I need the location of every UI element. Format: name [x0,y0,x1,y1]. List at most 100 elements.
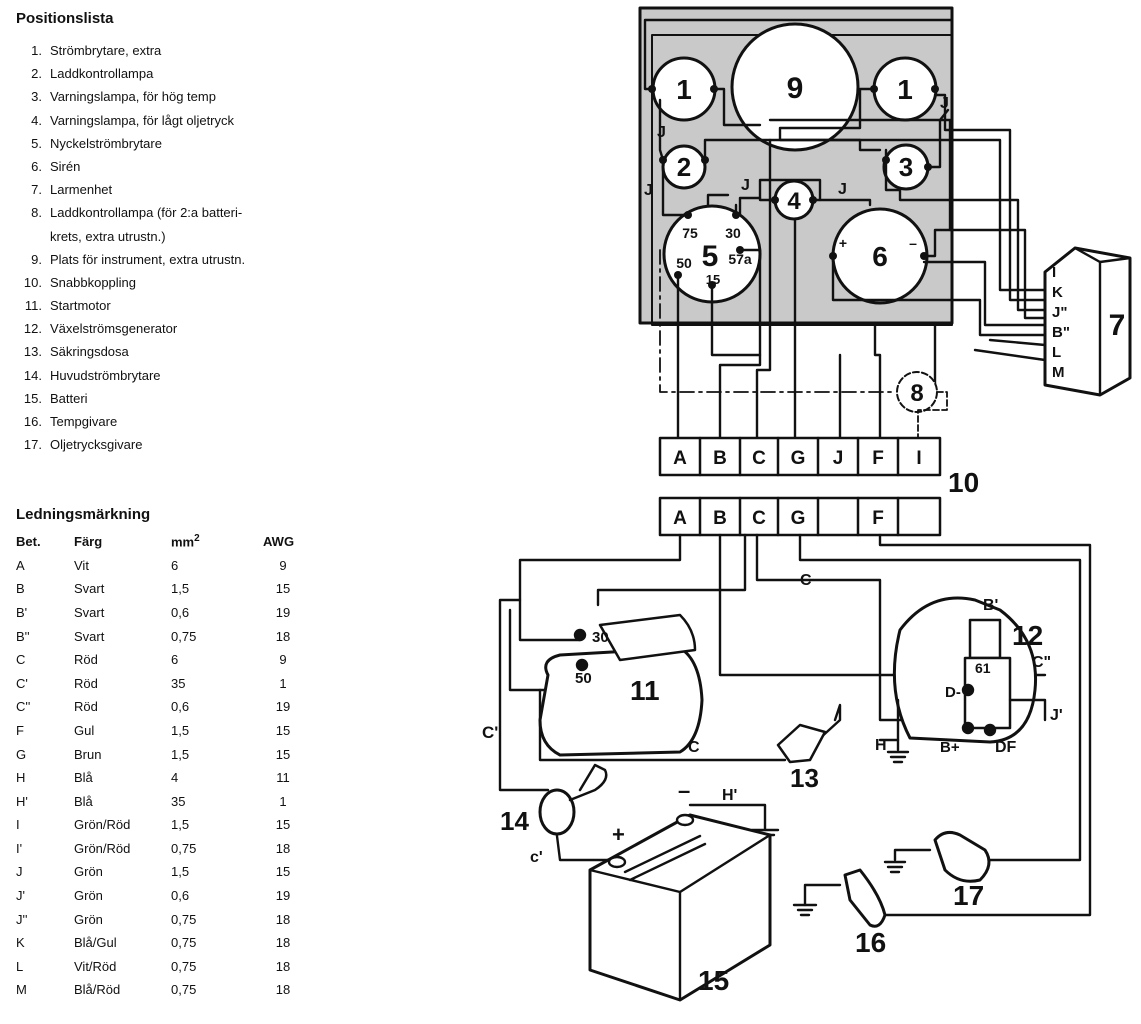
cell-mm: 0,75 [171,628,197,644]
cell-awg: 18 [275,982,291,998]
cell-mm: 1,5 [171,746,190,762]
cell-farg: Vit/Röd [74,958,117,974]
wiring-diagram: 1 9 1 2 3 4 5 6 7 8 10 11 12 13 14 15 16… [482,6,1132,1002]
table-row: B Svart 1,5 15 [16,577,303,601]
cell-farg: Blå/Röd [74,982,121,998]
cell-bet: C' [16,675,28,691]
alarm-terminal: I [1052,264,1056,281]
ground-symbol [886,750,910,764]
cell-awg: 18 [275,911,291,927]
cell-farg: Röd [74,699,98,715]
list-item: 4.Varningslampa, för lågt oljetryck [31,112,235,128]
cell-farg: Svart [74,581,105,597]
cell-bet: M [16,982,27,998]
cell-mm: 0,6 [171,699,190,715]
cell-bet: I' [16,840,23,856]
cell-awg: 11 [276,770,290,786]
list-item: 9.Plats för instrument, extra utrustn. [31,251,246,267]
cell-awg: 15 [275,864,291,880]
cell-mm: 1,5 [171,722,190,738]
alarm-terminal: B" [1052,324,1070,341]
wire-label-j: J [644,182,653,199]
cell-bet: B [16,581,25,597]
cell-bet: J'' [16,911,28,927]
label-n9: 9 [787,72,804,105]
col-awg: AWG [263,533,295,549]
wire-label-j: J [657,124,666,141]
cell-farg: Vit [74,557,89,573]
legend-panel: Positionslista 1.Strömbrytare, extra 2.L… [16,10,346,1002]
cell-bet: F [16,722,24,738]
terminal-15: 15 [706,272,720,287]
alarm-terminal: M [1052,364,1065,381]
lamp-2 [661,144,707,190]
label-n7: 7 [1109,309,1126,342]
wire-label-b-prime: B' [983,597,998,614]
label-n6: 6 [872,241,888,272]
cell-mm: 1,5 [171,581,190,597]
temp-sender-16 [843,868,887,928]
connector-top-pin: G [791,448,806,469]
alarm-terminal: J" [1052,304,1067,321]
wire-label-j-prime: J' [1050,707,1063,724]
terminal-30: 30 [725,225,741,241]
list-item: 12.Växelströmsgenerator [23,321,178,337]
connector-10-bottom [658,496,942,537]
cell-farg: Grön [74,888,103,904]
ground-symbol [792,883,842,917]
connector-bottom-pin: C [752,508,766,529]
connector-top-pin: I [916,448,921,469]
cell-awg: 1 [279,793,287,809]
label-n13: 13 [790,763,819,793]
connector-top-pin: A [673,448,687,469]
cell-mm: 6 [171,652,179,668]
position-list-title: Positionslista [16,10,114,27]
table-header-row: Bet. Färg mm2 AWG [16,529,303,553]
wire-label-j: J [741,177,750,194]
cell-bet: A [16,557,25,573]
gen-terminal-bplus: B+ [940,739,960,756]
connector-top-pin: J [833,448,844,469]
cell-mm: 0,75 [171,911,197,927]
label-n14: 14 [500,806,529,836]
cell-mm: 4 [171,770,179,786]
cell-mm: 35 [171,675,186,691]
wire-marking-title: Ledningsmärkning [16,506,151,524]
instrument-9 [730,22,860,152]
wire-label-c-dblprime: C" [1032,654,1051,671]
list-item: 16.Tempgivare [23,414,118,430]
cell-awg: 15 [275,581,291,597]
label-n1-right: 1 [897,74,913,105]
cell-farg: Svart [74,604,105,620]
wire-label-h-prime: H' [722,787,737,804]
cell-farg: Brun [74,746,102,762]
cell-bet: G [16,746,27,762]
terminal-50: 50 [676,255,692,271]
cell-mm: 0,6 [171,888,190,904]
cell-farg: Gul [74,722,95,738]
cell-bet: H [16,770,26,786]
cell-bet: J [16,864,23,880]
col-farg: Färg [74,533,103,549]
starter-terminal-30: 30 [592,629,609,646]
cell-bet: B' [16,604,28,620]
starter-motor-11 [538,613,704,757]
gen-terminal-df: DF [995,739,1017,756]
cell-awg: 1 [279,675,287,691]
cell-bet: J' [16,888,25,904]
position-list: 1.Strömbrytare, extra 2.Laddkontrollampa… [16,39,346,456]
cell-farg: Grön [74,911,103,927]
cell-awg: 19 [275,888,291,904]
label-n17: 17 [953,880,984,911]
